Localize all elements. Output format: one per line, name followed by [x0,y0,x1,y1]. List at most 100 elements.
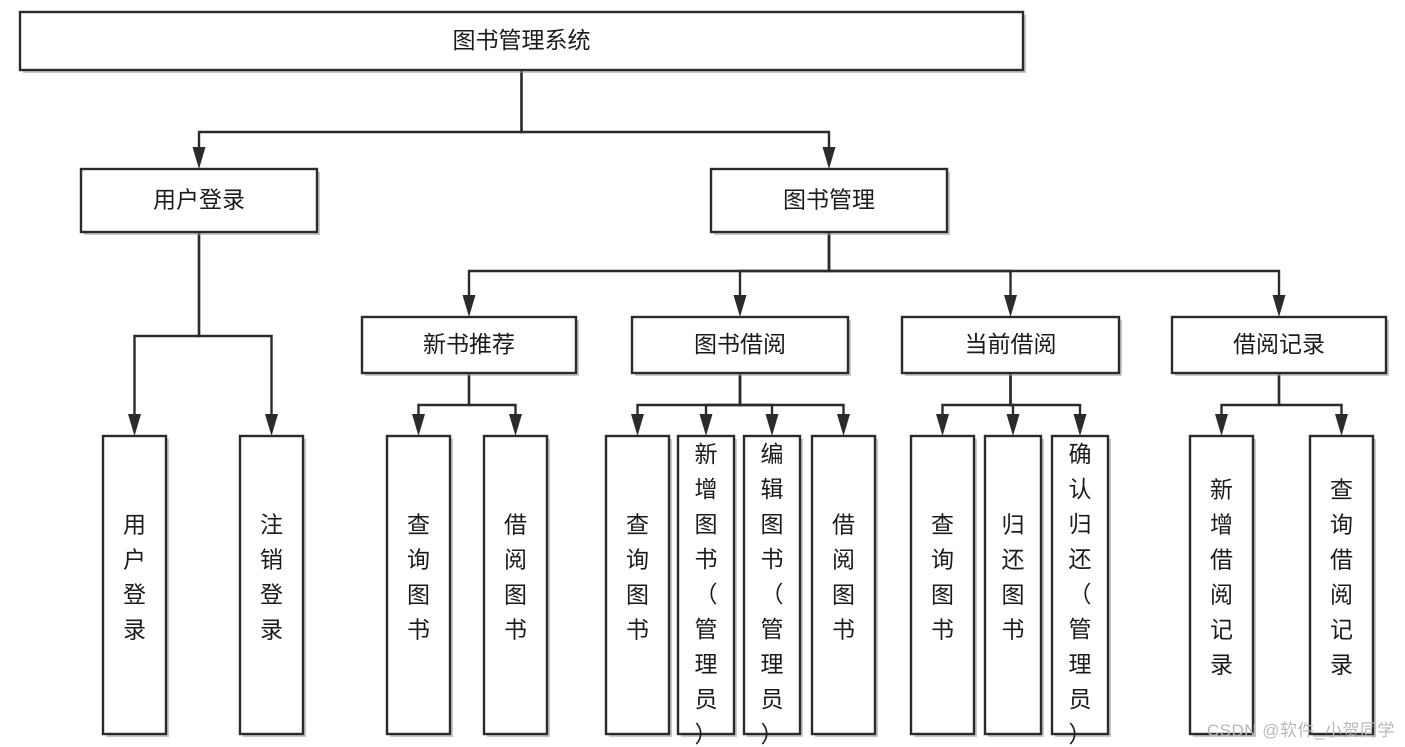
connector-line [1220,373,1281,416]
arrow-head-icon [462,295,476,317]
node-leaf_6[interactable]: 编辑图书（管理员） [742,434,803,747]
node-l2_0[interactable]: 用户登录 [79,167,320,235]
node-box[interactable] [1050,434,1110,736]
connector-l3_2-to-leaf_10 [1009,373,1087,436]
node-box[interactable] [1188,434,1255,736]
connector-line [467,232,831,297]
node-box[interactable] [360,315,578,375]
node-layer: 图书管理系统用户登录图书管理新书推荐图书借阅当前借阅借阅记录用户登录注销登录查询… [18,10,1389,747]
node-leaf_3[interactable]: 借阅图书 [482,434,550,737]
arrow-head-icon [936,414,949,436]
node-l3_1[interactable]: 图书借阅 [630,315,851,376]
node-box[interactable] [18,10,1025,72]
node-label: 图书借阅 [694,331,786,357]
node-l3_0[interactable]: 新书推荐 [360,315,579,376]
node-label: 查询图书 [931,512,954,643]
node-box[interactable] [742,434,802,736]
connector-l3_1-to-leaf_5 [699,373,742,436]
arrow-head-icon [733,295,747,317]
arrow-head-icon [631,414,644,436]
connector-l2_1-to-l3_2 [827,232,1017,317]
node-leaf_0[interactable]: 用户登录 [101,434,169,737]
connector-line [704,373,742,416]
arrow-head-icon [837,414,850,436]
connector-l3_1-to-leaf_7 [738,373,850,436]
node-label: 注销登录 [260,512,283,643]
arrow-head-icon [1272,295,1286,317]
node-label: 当前借阅 [965,331,1057,357]
node-box[interactable] [482,434,549,736]
node-leaf_12[interactable]: 查询借阅记录 [1308,434,1376,737]
node-leaf_1[interactable]: 注销登录 [238,434,306,737]
node-label: 借阅记录 [1233,331,1325,357]
node-leaf_5[interactable]: 新增图书（管理员） [676,434,737,747]
connector-l3_0-to-leaf_2 [412,373,471,436]
connector-line [636,373,742,416]
node-label: 新增图书（管理员） [695,441,718,747]
node-l2_1[interactable]: 图书管理 [709,167,950,235]
connector-line [738,373,774,416]
node-leaf_10[interactable]: 确认归还（管理员） [1050,434,1111,747]
edge-layer [128,70,1348,436]
node-box[interactable] [676,434,736,736]
node-box[interactable] [1170,315,1388,375]
connector-line [520,70,831,149]
node-label: 归还图书 [1002,512,1025,643]
node-box[interactable] [810,434,877,736]
connector-line [827,232,1012,297]
connector-l3_0-to-leaf_3 [467,373,522,436]
arrow-head-icon [1006,414,1020,436]
node-box[interactable] [1308,434,1375,736]
connector-line [133,232,201,416]
connector-line [197,232,273,416]
node-leaf_7[interactable]: 借阅图书 [810,434,878,737]
node-leaf_8[interactable]: 查询图书 [909,434,977,737]
node-label: 用户登录 [123,512,146,643]
connector-l2_1-to-l3_1 [733,232,831,317]
node-label: 查询借阅记录 [1330,477,1353,678]
node-label: 新增借阅记录 [1210,477,1233,678]
node-label: 图书管理 [783,187,875,213]
node-box[interactable] [79,167,319,234]
connector-line [197,70,523,149]
node-box[interactable] [238,434,305,736]
node-label: 借阅图书 [504,512,527,643]
arrow-head-icon [1335,414,1348,436]
node-label: 图书管理系统 [453,27,591,53]
node-box[interactable] [385,434,452,736]
arrow-head-icon [1073,414,1087,436]
connector-l3_3-to-leaf_11 [1215,373,1281,436]
node-leaf_9[interactable]: 归还图书 [983,434,1044,737]
node-l3_2[interactable]: 当前借阅 [900,315,1122,376]
node-box[interactable] [900,315,1121,375]
arrow-head-icon [265,414,278,436]
connector-l3_2-to-leaf_8 [936,373,1012,436]
connector-root-to-l2_0 [192,70,523,169]
node-root[interactable]: 图书管理系统 [18,10,1026,73]
node-box[interactable] [101,434,168,736]
connector-line [417,373,471,416]
arrow-head-icon [128,414,141,436]
arrow-head-icon [509,414,522,436]
node-box[interactable] [909,434,976,736]
node-box[interactable] [709,167,949,234]
arrow-head-icon [412,414,425,436]
node-box[interactable] [630,315,850,375]
node-label: 查询图书 [626,512,649,643]
arrow-head-icon [1004,295,1017,317]
arrow-head-icon [1215,414,1228,436]
node-label: 借阅图书 [832,512,855,643]
node-label: 确认归还（管理员） [1069,441,1092,747]
arrow-head-icon [822,147,836,169]
node-leaf_11[interactable]: 新增借阅记录 [1188,434,1256,737]
node-l3_3[interactable]: 借阅记录 [1170,315,1389,376]
node-leaf_4[interactable]: 查询图书 [604,434,672,737]
node-box[interactable] [604,434,671,736]
connector-l2_1-to-l3_0 [462,232,831,317]
node-leaf_2[interactable]: 查询图书 [385,434,453,737]
node-label: 新书推荐 [423,331,515,357]
node-box[interactable] [983,434,1043,736]
connector-line [738,232,831,297]
